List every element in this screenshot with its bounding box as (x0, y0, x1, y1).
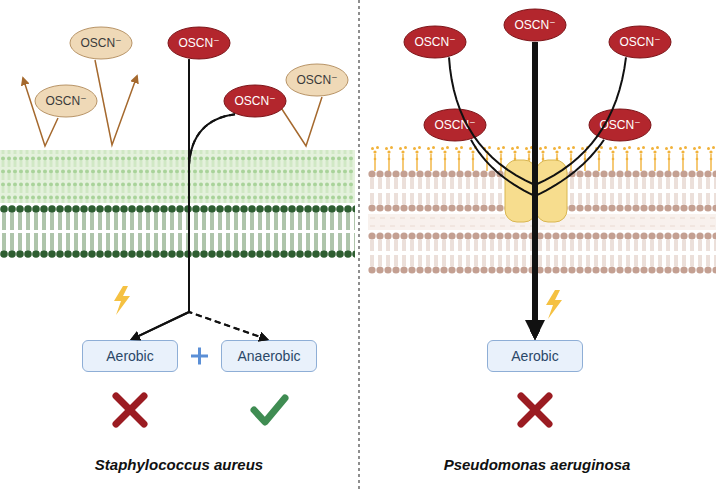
ellipse-shape (589, 109, 651, 141)
cross-mark (116, 396, 144, 424)
deflect-arrow (95, 60, 137, 145)
ellipse-shape (224, 85, 286, 117)
ion-ellipse: OSCN⁻ (503, 8, 567, 42)
connector-arrow (189, 114, 265, 338)
cross-mark (521, 396, 549, 424)
ion-ellipse: OSCN⁻ (285, 63, 349, 97)
connector-arrow (134, 114, 235, 338)
box-label: Aerobic (106, 348, 153, 364)
ellipse-shape (504, 9, 566, 41)
peptidoglycan-layer (0, 150, 355, 203)
ion-label: OSCN⁻ (296, 73, 337, 87)
connector-arrow (532, 42, 538, 330)
species-title: Pseudomonas aeruginosa (377, 456, 697, 473)
ion-label: OSCN⁻ (619, 35, 660, 49)
ellipse-shape (35, 85, 97, 117)
ion-label: OSCN⁻ (514, 18, 555, 32)
connector-arrow (449, 57, 535, 336)
ion-ellipse: OSCN⁻ (423, 108, 487, 142)
porin-channel (505, 160, 536, 222)
porin-channel (536, 160, 567, 222)
connector-arrow (189, 59, 265, 339)
connector-arrow (535, 57, 626, 336)
ion-ellipse: OSCN⁻ (167, 26, 231, 60)
species-title: Staphylococcus aureus (19, 456, 339, 473)
inner-membrane (368, 232, 716, 274)
connector-arrow (535, 140, 604, 336)
ellipse-shape (404, 26, 466, 58)
box-label: Aerobic (511, 348, 558, 364)
lipid-bilayer (0, 205, 355, 258)
connector-arrow (471, 140, 535, 336)
ion-label: OSCN⁻ (414, 35, 455, 49)
box-label: Anaerobic (237, 348, 300, 364)
cross-mark (521, 396, 549, 424)
ellipse-shape (609, 26, 671, 58)
ion-label: OSCN⁻ (434, 118, 475, 132)
lightning-bolt (546, 290, 562, 319)
ion-ellipse: OSCN⁻ (223, 84, 287, 118)
ellipse-shape (286, 64, 348, 96)
ion-label: OSCN⁻ (45, 94, 86, 108)
ion-label: OSCN⁻ (234, 94, 275, 108)
ellipse-shape (168, 27, 230, 59)
lightning-bolt (114, 286, 130, 315)
ellipse-shape (70, 27, 132, 59)
process-box: Anaerobic (221, 340, 317, 372)
ion-label: OSCN⁻ (178, 36, 219, 50)
ion-label: OSCN⁻ (599, 118, 640, 132)
cross-mark (116, 396, 144, 424)
ion-label: OSCN⁻ (80, 36, 121, 50)
panel-divider (358, 0, 359, 490)
ion-ellipse: OSCN⁻ (403, 25, 467, 59)
process-box: Aerobic (487, 340, 583, 372)
ion-ellipse: OSCN⁻ (69, 26, 133, 60)
ellipse-shape (424, 109, 486, 141)
ion-ellipse: OSCN⁻ (34, 84, 98, 118)
ion-ellipse: OSCN⁻ (608, 25, 672, 59)
process-box: Aerobic (82, 340, 178, 372)
plus-symbol (198, 348, 201, 365)
ion-ellipse: OSCN⁻ (588, 108, 652, 142)
connector-arrow (134, 59, 189, 338)
check-mark (254, 398, 285, 422)
